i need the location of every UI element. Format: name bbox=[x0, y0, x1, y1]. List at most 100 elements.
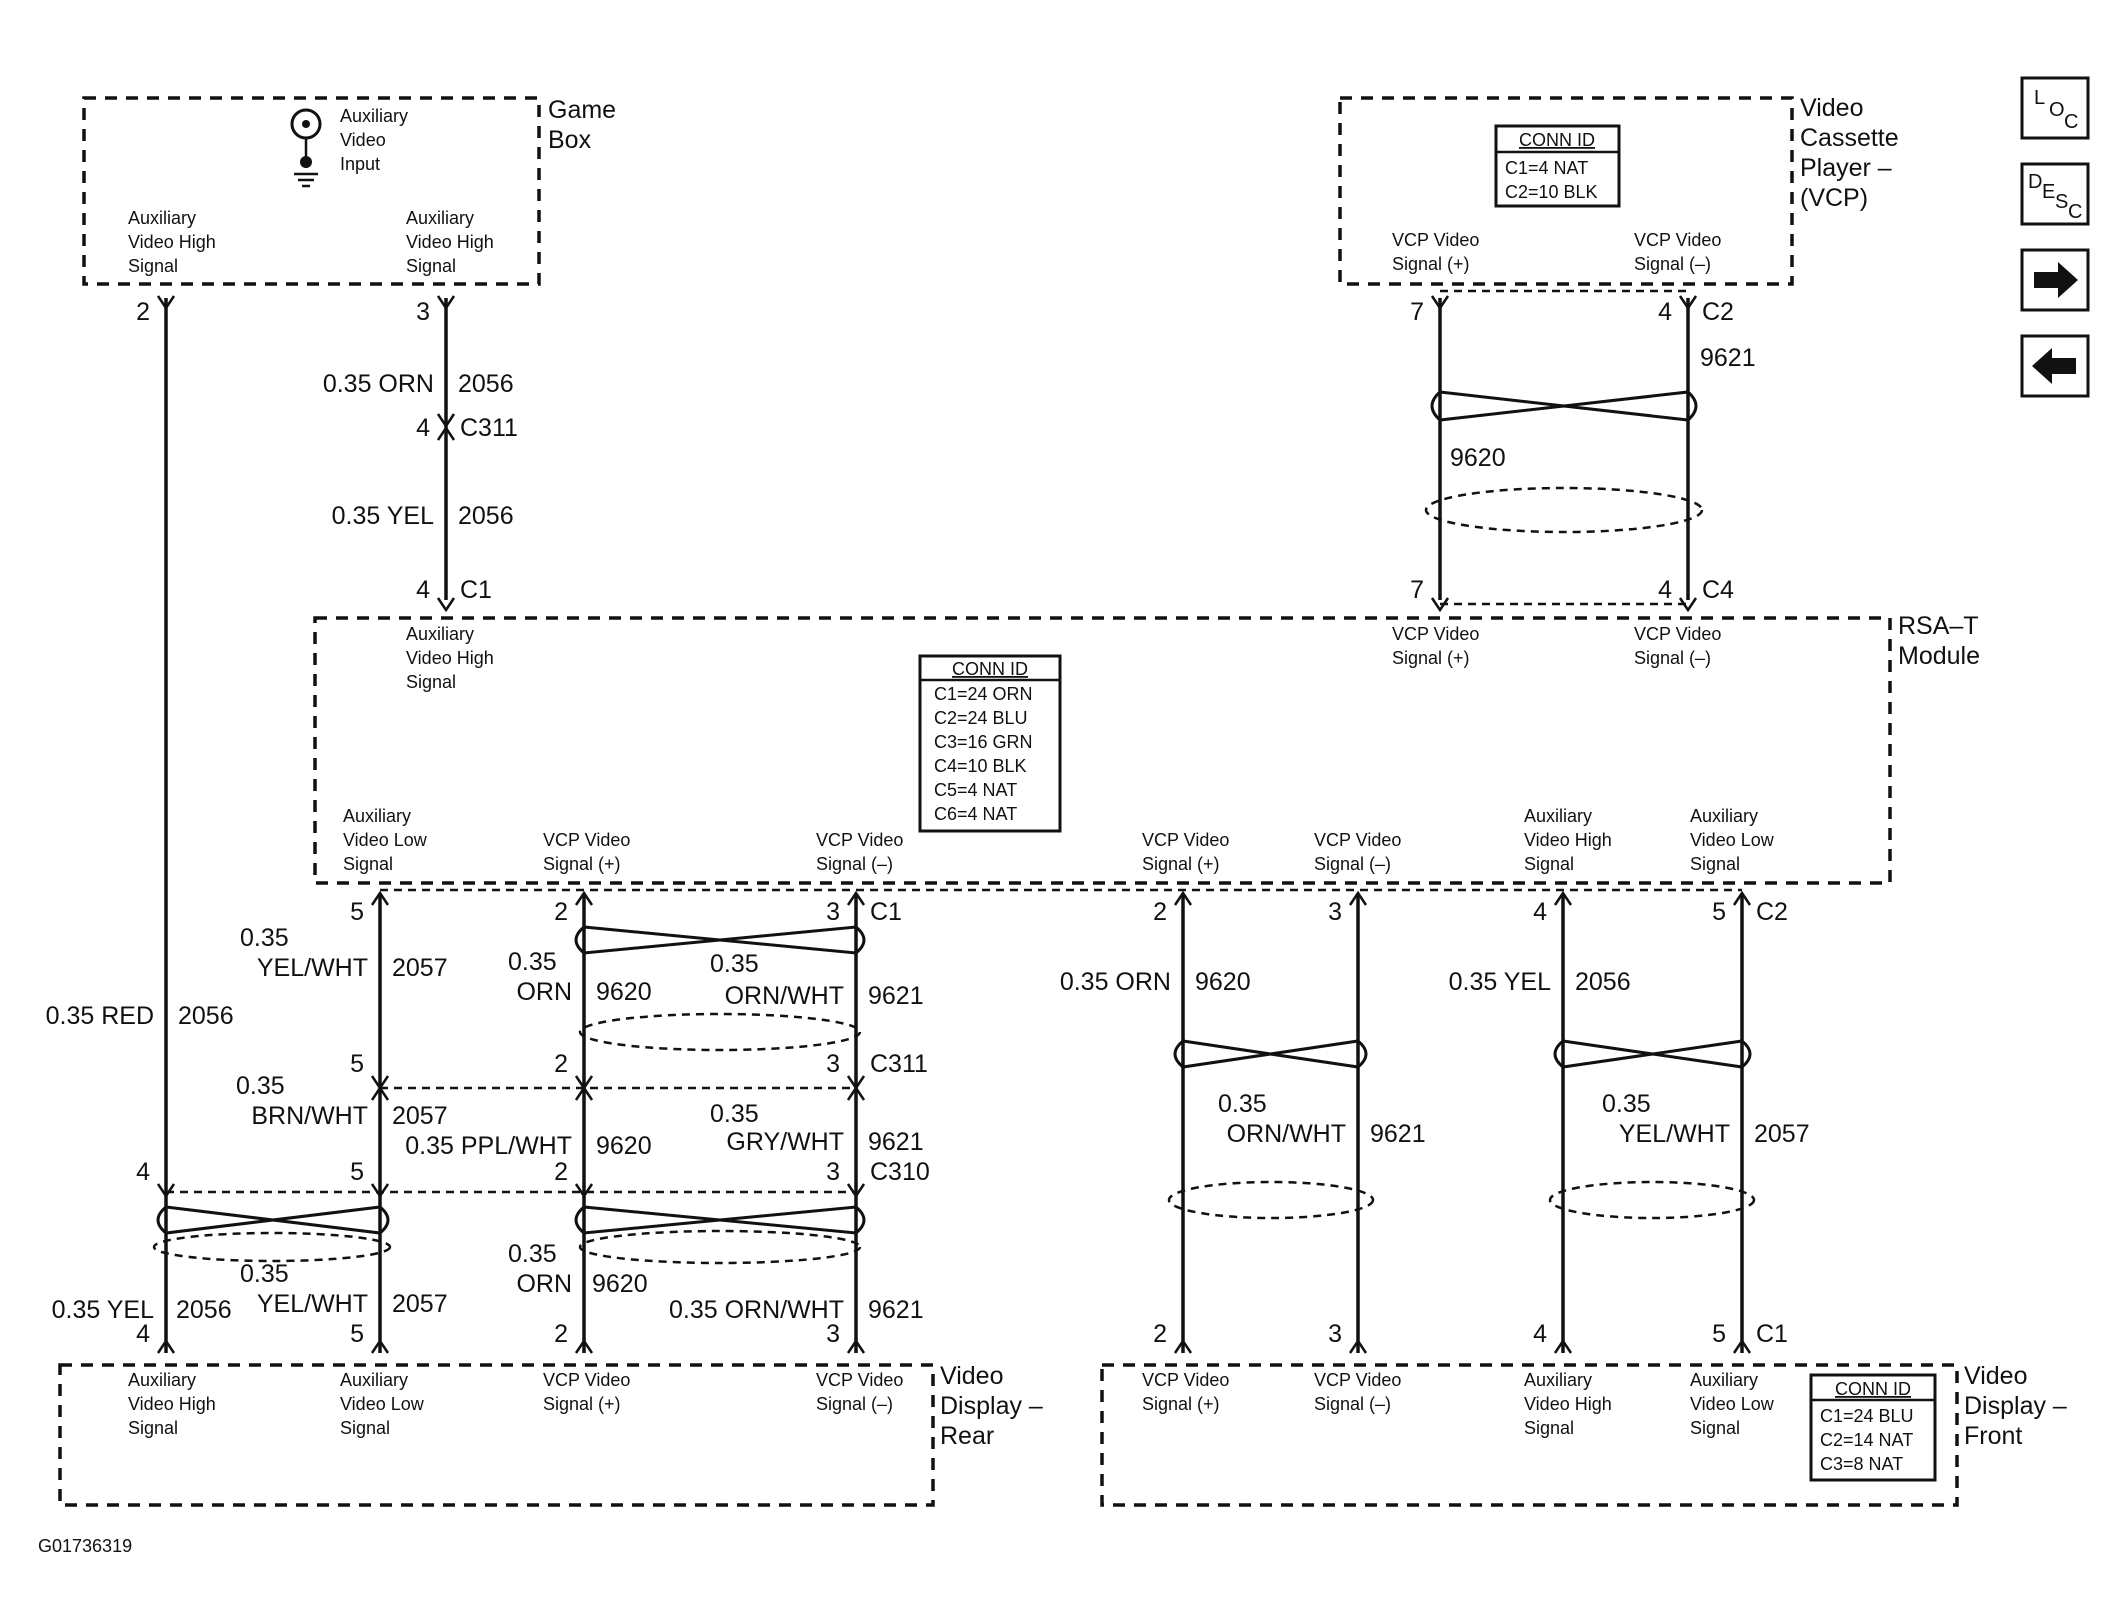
figure-id: G01736319 bbox=[38, 1536, 132, 1556]
rsa-bot-aux-low2-label-3: Signal bbox=[1690, 854, 1740, 874]
front-pin5-label-1: Auxiliary bbox=[1690, 1370, 1758, 1390]
loc-button[interactable]: L O C bbox=[2020, 76, 2090, 140]
wire-front-ornwht-size-1: 0.35 bbox=[1218, 1090, 1267, 1118]
rear-pin5-label-2: Video Low bbox=[340, 1394, 425, 1414]
vcp-name-2: Cassette bbox=[1800, 124, 1899, 152]
wire-vcp-9621-label: 9621 bbox=[1700, 344, 1756, 372]
rear-display-name-2: Display – bbox=[940, 1392, 1043, 1420]
connector-marks bbox=[156, 295, 1752, 1354]
game-pin3-label-1: Auxiliary bbox=[406, 208, 474, 228]
wire-ornwht-9621-circuit: 9621 bbox=[868, 982, 924, 1010]
desc-letter-3: S bbox=[2055, 191, 2068, 213]
pin-rsa-bot-3: 3 bbox=[826, 898, 840, 926]
front-pin3-label-2: Signal (–) bbox=[1314, 1394, 1391, 1414]
wire-front-yel-size: 0.35 YEL bbox=[1449, 968, 1552, 996]
game-box-outline bbox=[82, 96, 541, 286]
rsa-conn-id-row-1: C1=24 ORN bbox=[934, 684, 1033, 704]
wire-brnwht-circuit: 2057 bbox=[392, 1102, 448, 1130]
pin-rear-3: 3 bbox=[826, 1320, 840, 1348]
front-conn-id-title: CONN ID bbox=[1835, 1379, 1911, 1399]
wire-grywht-size-2: GRY/WHT bbox=[726, 1128, 844, 1156]
desc-letter-4: C bbox=[2068, 201, 2082, 223]
pin-rsa-top-7: 7 bbox=[1410, 576, 1424, 604]
pin-game-2: 2 bbox=[136, 298, 150, 326]
pin-c311-lower-3: 3 bbox=[826, 1050, 840, 1078]
connector-rsa-c1-top: C1 bbox=[460, 576, 492, 604]
rsa-conn-id-row-3: C3=16 GRN bbox=[934, 732, 1033, 752]
next-button[interactable] bbox=[2020, 248, 2090, 312]
wire-orn-9620-size-1: 0.35 bbox=[508, 948, 557, 976]
game-input-label-3: Input bbox=[340, 154, 380, 174]
wire-labels: 0.35 ORN 2056 0.35 YEL 2056 9621 9620 0.… bbox=[46, 344, 1810, 1324]
game-pin3-label-2: Video High bbox=[406, 232, 494, 252]
rsa-conn-id-row-5: C5=4 NAT bbox=[934, 780, 1017, 800]
desc-button[interactable]: D E S C bbox=[2020, 162, 2090, 226]
wire-red-circuit: 2056 bbox=[178, 1002, 234, 1030]
rsa-conn-id-row-6: C6=4 NAT bbox=[934, 804, 1017, 824]
front-display-name-3: Front bbox=[1964, 1422, 2022, 1450]
rsa-bot-aux-high-label-3: Signal bbox=[1524, 854, 1574, 874]
rsa-bot-vcp-pos-label-2: Signal (+) bbox=[543, 854, 621, 874]
rsa-conn-id-box bbox=[918, 654, 1062, 833]
connector-rsa-c2: C2 bbox=[1756, 898, 1788, 926]
pin-c311-lower-2: 2 bbox=[554, 1050, 568, 1078]
wire-rear-yel-circuit: 2056 bbox=[176, 1296, 232, 1324]
rsa-conn-id-row-2: C2=24 BLU bbox=[934, 708, 1028, 728]
front-pin4-label-1: Auxiliary bbox=[1524, 1370, 1592, 1390]
desc-letter-1: D bbox=[2028, 171, 2042, 193]
connector-rsa-c1-bottom: C1 bbox=[870, 898, 902, 926]
front-conn-id-row-3: C3=8 NAT bbox=[1820, 1454, 1903, 1474]
wire-rear-ornwht-circuit: 9621 bbox=[868, 1296, 924, 1324]
wire-yelwht-size-2: YEL/WHT bbox=[257, 954, 368, 982]
rsa-bot-aux-low2-label-1: Auxiliary bbox=[1690, 806, 1758, 826]
pin-c310-4: 4 bbox=[136, 1158, 150, 1186]
wire-yelwht-size-1: 0.35 bbox=[240, 924, 289, 952]
front-pin3-label-1: VCP Video bbox=[1314, 1370, 1401, 1390]
rsa-bot-aux-high-label-2: Video High bbox=[1524, 830, 1612, 850]
pin-front-4: 4 bbox=[1533, 1320, 1547, 1348]
wire-front-yelwht-circuit: 2057 bbox=[1754, 1120, 1810, 1148]
connector-vcp-c2: C2 bbox=[1702, 298, 1734, 326]
rear-display-name-1: Video bbox=[940, 1362, 1004, 1390]
rsa-bot-aux-high-label-1: Auxiliary bbox=[1524, 806, 1592, 826]
pin-rsa-bot-2b: 2 bbox=[1153, 898, 1167, 926]
vcp-pin7-label-1: VCP Video bbox=[1392, 230, 1479, 250]
wire-orn-circuit: 2056 bbox=[458, 370, 514, 398]
front-conn-id-box bbox=[1809, 1373, 1937, 1482]
game-pin3-label-3: Signal bbox=[406, 256, 456, 276]
vcp-name-4: (VCP) bbox=[1800, 184, 1868, 212]
pin-c310-5: 5 bbox=[350, 1158, 364, 1186]
front-pin5-label-2: Video Low bbox=[1690, 1394, 1775, 1414]
wire-orn-size: 0.35 ORN bbox=[323, 370, 434, 398]
front-display-name-1: Video bbox=[1964, 1362, 2028, 1390]
wire-brnwht-size-2: BRN/WHT bbox=[251, 1102, 368, 1130]
rear-pin3-label-2: Signal (–) bbox=[816, 1394, 893, 1414]
rear-pin4-label-1: Auxiliary bbox=[128, 1370, 196, 1390]
rsa-bot-aux-low2-label-2: Video Low bbox=[1690, 830, 1775, 850]
wire-front-orn-circuit: 9620 bbox=[1195, 968, 1251, 996]
pin-rsa-top-4: 4 bbox=[416, 576, 430, 604]
wire-front-orn-size: 0.35 ORN bbox=[1060, 968, 1171, 996]
rsa-top-aux-label-2: Video High bbox=[406, 648, 494, 668]
rsa-module-outline bbox=[313, 616, 1892, 885]
connector-bars bbox=[166, 289, 1742, 1194]
desc-letter-2: E bbox=[2042, 181, 2055, 203]
vcp-conn-id-row-1: C1=4 NAT bbox=[1505, 158, 1588, 178]
pin-c310-2: 2 bbox=[554, 1158, 568, 1186]
wire-rear-yelwht-circuit: 2057 bbox=[392, 1290, 448, 1318]
wire-rear-yelwht-size-2: YEL/WHT bbox=[257, 1290, 368, 1318]
pin-front-3: 3 bbox=[1328, 1320, 1342, 1348]
wire-front-ornwht-size-2: ORN/WHT bbox=[1227, 1120, 1346, 1148]
game-box-name-2: Box bbox=[548, 126, 592, 154]
front-pin2-label-2: Signal (+) bbox=[1142, 1394, 1220, 1414]
wire-ornwht-9621-size-2: ORN/WHT bbox=[725, 982, 844, 1010]
wire-rear-yelwht-size-1: 0.35 bbox=[240, 1260, 289, 1288]
rsa-name-1: RSA–T bbox=[1898, 612, 1979, 640]
rsa-conn-id-row-4: C4=10 BLK bbox=[934, 756, 1027, 776]
vcp-conn-id-row-2: C2=10 BLK bbox=[1505, 182, 1598, 202]
rsa-bot-vcp-neg2-label-2: Signal (–) bbox=[1314, 854, 1391, 874]
rsa-top-vcp-pos-label-2: Signal (+) bbox=[1392, 648, 1470, 668]
previous-button[interactable] bbox=[2020, 334, 2090, 398]
wire-yel-size: 0.35 YEL bbox=[332, 502, 435, 530]
vcp-pin7-label-2: Signal (+) bbox=[1392, 254, 1470, 274]
